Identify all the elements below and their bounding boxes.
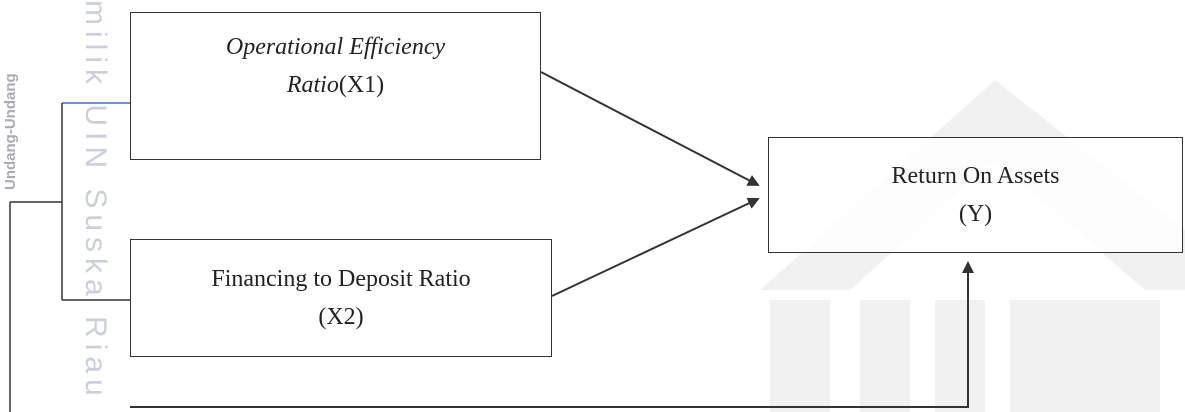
y-line1: Return On Assets	[891, 163, 1060, 189]
x1-line2-rest: (X1)	[338, 72, 385, 98]
left-bracket	[9, 102, 130, 412]
y-line2: (Y)	[958, 201, 993, 227]
arrow-x1-to-y	[540, 71, 760, 186]
x1-line2: Ratio(X1)	[287, 66, 384, 104]
x1-line1: Operational Efficiency	[225, 34, 446, 60]
arrow-x2-to-y	[551, 197, 760, 297]
box-x1-operational-efficiency: Operational Efficiency Ratio(X1)	[130, 12, 541, 160]
box-x2-financing-to-deposit: Financing to Deposit Ratio (X2)	[130, 239, 552, 357]
watermark-vertical-text: milik UIN Suska Riau	[79, 0, 112, 402]
x2-line1: Financing to Deposit Ratio	[211, 266, 471, 292]
x1-line2-italic: Ratio	[286, 72, 339, 98]
box-y-return-on-assets: Return On Assets (Y)	[768, 137, 1183, 253]
watermark-left-text: Undang-Undang	[2, 73, 19, 190]
x2-line2: (X2)	[318, 304, 364, 330]
arrow-bottom-to-y	[130, 261, 974, 408]
